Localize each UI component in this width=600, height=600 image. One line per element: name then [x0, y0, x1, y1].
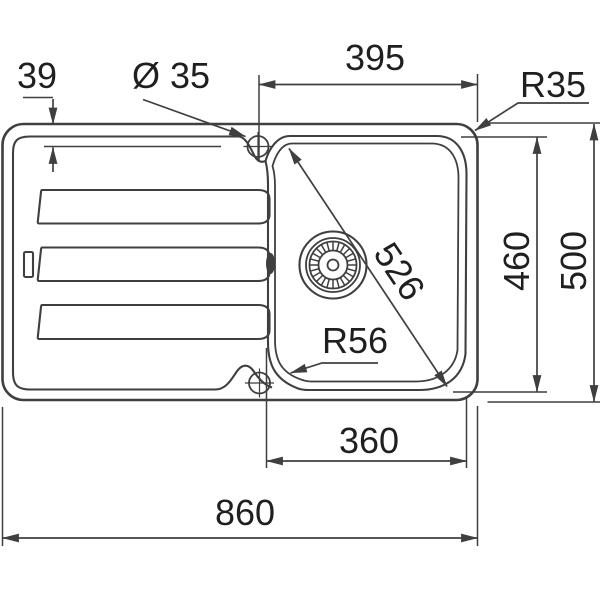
dim-360-label: 360 — [339, 420, 399, 461]
dim-35-leader — [142, 98, 247, 138]
dim-460-label: 460 — [496, 231, 537, 291]
rim-inner-contour — [11, 135, 273, 391]
drainboard-groove — [36, 188, 271, 225]
dim-395-label: 395 — [345, 37, 405, 78]
drainboard-groove — [36, 246, 271, 283]
drainboard-groove — [36, 303, 271, 341]
bowl-outline — [264, 134, 468, 392]
dimension-lines — [1, 80, 599, 543]
strainer-spokes — [308, 240, 357, 290]
dim-526-line — [288, 148, 448, 387]
dim-500-label: 500 — [553, 231, 594, 291]
tap-hole-bottom — [245, 368, 274, 398]
dim-39-label: 39 — [17, 55, 57, 96]
dim-r56-label: R56 — [322, 320, 388, 361]
left-rim-notch — [22, 250, 35, 279]
dim-860-label: 860 — [215, 492, 275, 533]
dim-526-label: 526 — [366, 235, 434, 308]
sink-outer-edge — [1, 122, 479, 402]
groove-bowl-connector — [266, 253, 275, 274]
dim-r35-leader — [474, 102, 589, 132]
extension-lines — [1, 74, 600, 546]
tap-hole-top — [243, 132, 273, 161]
drain-strainer — [298, 230, 368, 300]
dim-r35-label: R35 — [520, 64, 586, 105]
dim-r56-leader — [289, 362, 378, 374]
dim-35-label: Ø 35 — [132, 55, 210, 96]
